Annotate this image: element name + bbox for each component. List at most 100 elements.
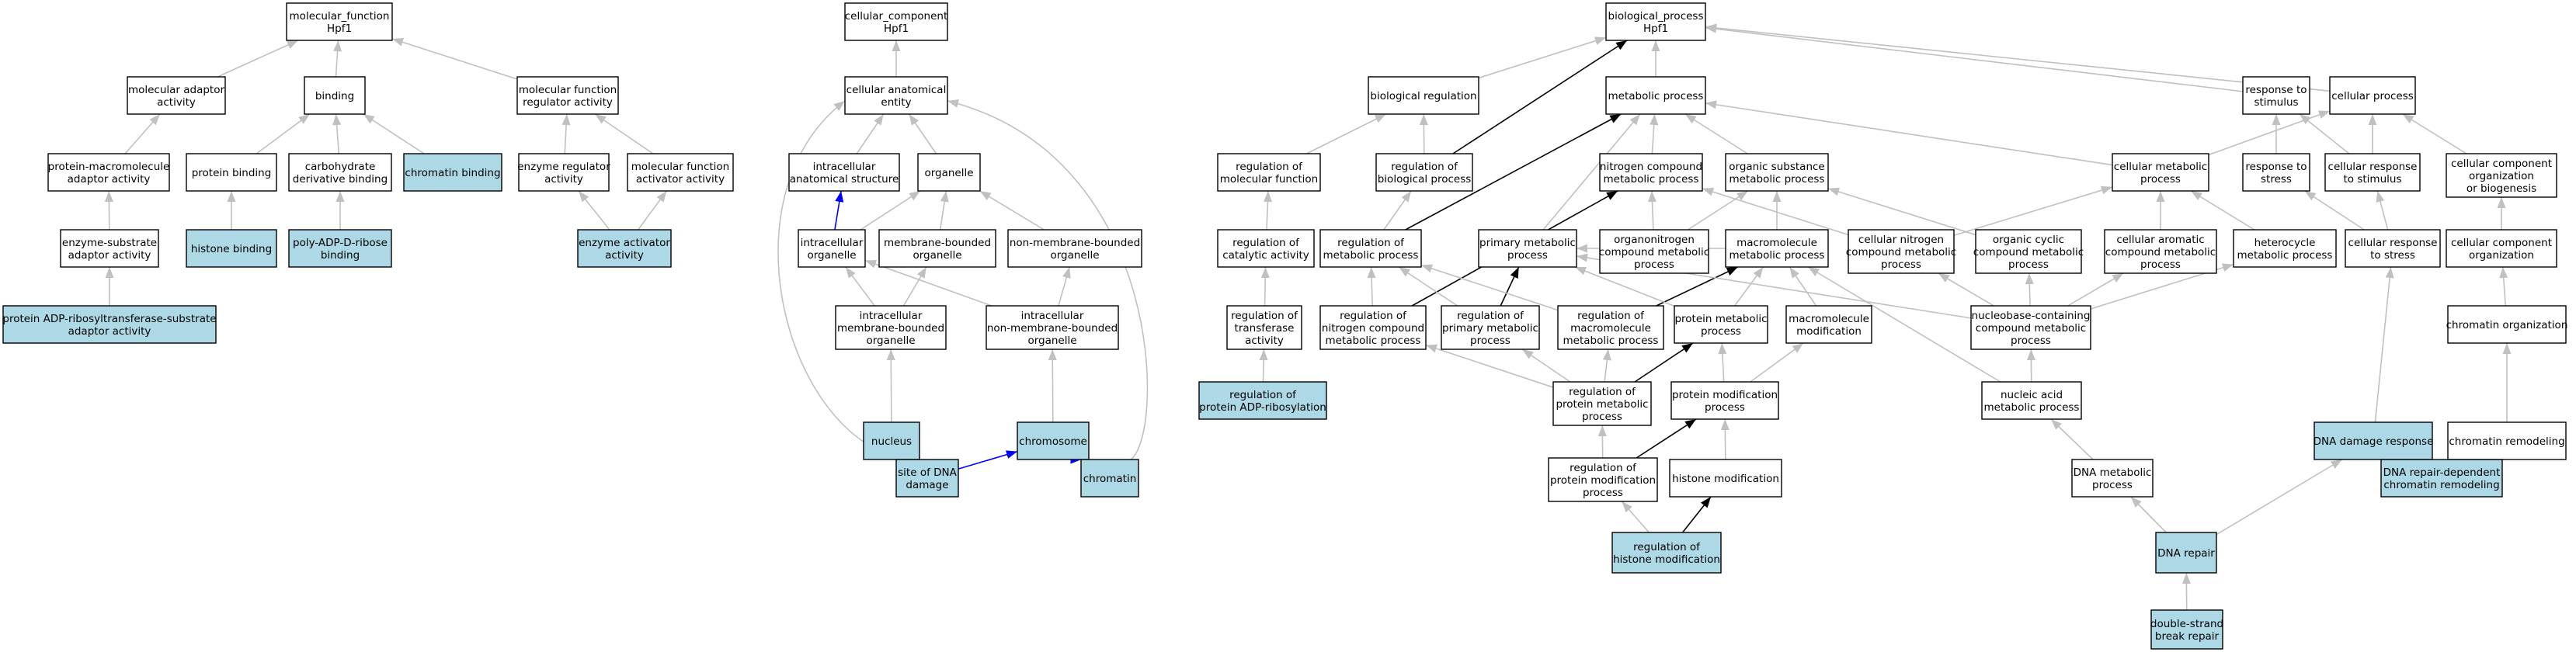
node-label-line: derivative binding [293,173,388,186]
node-box [2155,532,2217,574]
go-term-node-chromatin[interactable]: chromatin [1080,459,1139,498]
node-box [1599,229,1709,274]
go-term-node-cellular-process[interactable]: cellular process [2329,76,2416,115]
go-term-node-chromosome[interactable]: chromosome [1017,421,1090,460]
edge-arrowhead [332,114,342,126]
node-label-line: cellular response [2328,161,2418,173]
go-term-node-protein-binding[interactable]: protein binding [186,153,277,192]
node-label-line: stress [2261,173,2292,186]
node-label-line: organelle [1050,249,1099,262]
go-term-node-adp-ribosyltransferase-adaptor[interactable]: protein ADP-ribosyltransferase-substrate… [2,305,217,344]
node-box [47,153,170,192]
edge-nucleic_acid_met-to-macromolecule_met [1807,266,2001,383]
edge-arrowhead [392,38,405,47]
node-label-line: chromatin binding [405,167,500,179]
edge-arrowhead [1753,267,1764,279]
go-term-node-dna-damage-response[interactable]: DNA damage response [2314,421,2434,460]
node-label-line: activity [605,249,644,262]
edge-line [363,113,425,154]
edge-arrowhead [579,191,589,203]
go-term-node-chromatin-organization[interactable]: chromatin organization [2446,305,2568,344]
edge-arrowhead [104,191,113,203]
node-label-line: response to [2245,161,2307,173]
node-label-line: regulation of [1236,161,1303,173]
go-term-node-organelle[interactable]: organelle [917,153,981,192]
go-term-node-nucleus[interactable]: nucleus [863,421,920,460]
edge-line [1574,266,1675,307]
go-term-node-chromatin-remodeling[interactable]: chromatin remodeling [2447,421,2567,460]
go-term-node-histone-binding[interactable]: histone binding [186,229,277,268]
go-term-node-dna-repair[interactable]: DNA repair [2155,532,2217,574]
go-term-node-intracell-non-membrane-bounded-org[interactable]: intracellularnon-membrane-boundedorganel… [986,305,1119,350]
go-term-node-metabolic-process[interactable]: metabolic process [1605,76,1706,115]
go-term-node-chromatin-binding[interactable]: chromatin binding [403,153,502,192]
go-term-node-bio-regulation[interactable]: biological regulation [1368,76,1479,115]
edge-line [1478,36,1607,79]
edge-reg_protein_met-to-protein_metabolic_process [1634,342,1694,383]
node-label-line: regulation of [1337,237,1405,249]
edge-organonitrogen_met-to-organic_substance_met [1687,190,1749,231]
edge-bio_regulation-to-bp_root [1478,36,1607,79]
go-term-node-binding[interactable]: binding [304,76,366,115]
go-term-node-histone-modification[interactable]: histone modification [1669,459,1782,498]
edge-organelle-to-cell_anat_entity [908,113,937,154]
edge-protein_metabolic_process-to-primary_metabolic_process [1574,266,1675,307]
edge-arrowhead [909,114,919,126]
